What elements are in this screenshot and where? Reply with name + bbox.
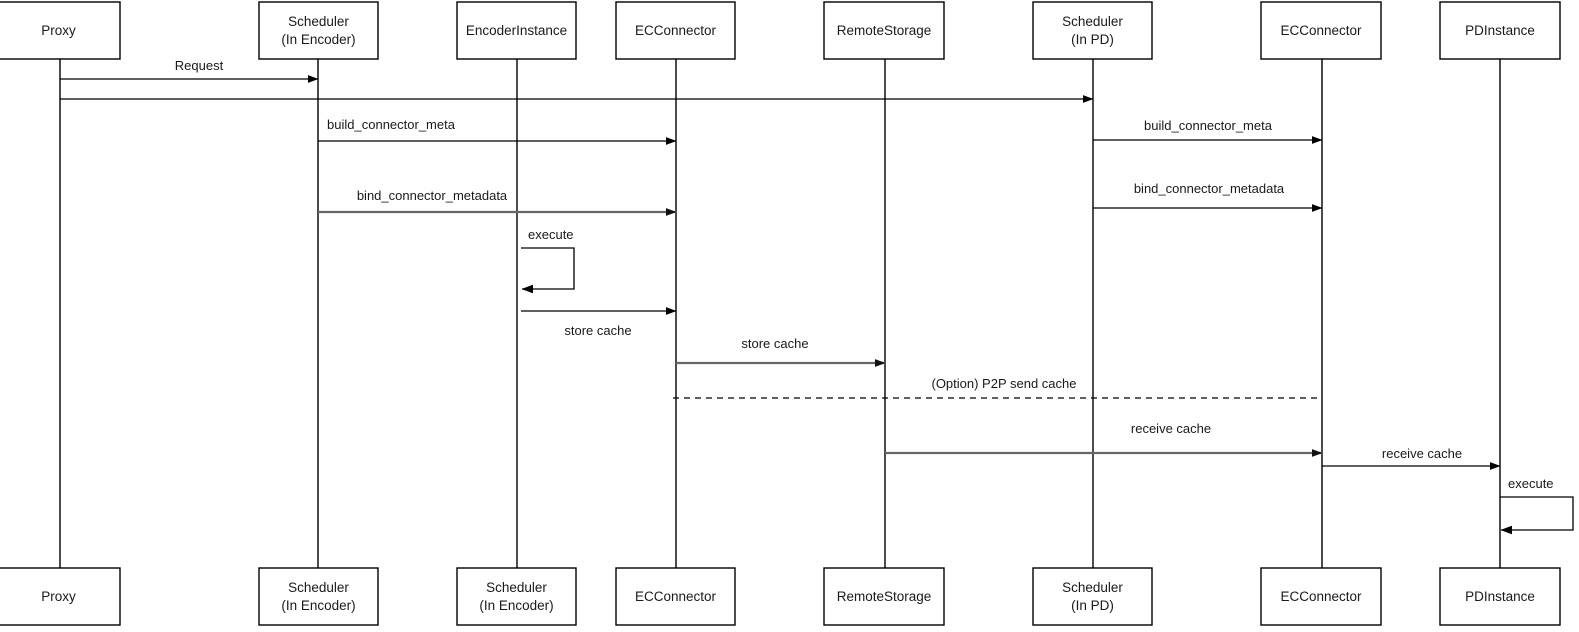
self-message-label-s2: execute	[1508, 476, 1554, 491]
participant-bottom-label-line1: Scheduler	[1062, 580, 1123, 595]
participant-bottom-label-line2: (In Encoder)	[281, 598, 355, 613]
participant-top-remote_storage[interactable]: RemoteStorage	[823, 1, 945, 60]
participant-bottom-label: Proxy	[41, 589, 76, 604]
message-label-m4: build_connector_meta	[1144, 118, 1273, 133]
participant-bottom-scheduler_pd[interactable]: Scheduler (In PD)	[1032, 567, 1153, 626]
participant-top-label-line2: (In PD)	[1071, 32, 1114, 47]
message-label-m3: build_connector_meta	[327, 117, 456, 132]
participant-top-label: Proxy	[41, 23, 76, 38]
lifelines-layer	[59, 59, 1501, 568]
participant-bottom-label: ECConnector	[1280, 589, 1362, 604]
participant-top-rect	[615, 1, 736, 60]
participant-bottom-label: RemoteStorage	[837, 589, 932, 604]
message-m4[interactable]: build_connector_meta	[1093, 118, 1323, 144]
top-participant-boxes: Proxy Scheduler (In Encoder) EncoderInstanc…	[0, 1, 1561, 60]
message-label-m1: Request	[175, 58, 224, 73]
self-message-s2[interactable]: execute	[1500, 476, 1574, 534]
self-messages-layer: execute execute	[521, 227, 1574, 535]
participant-top-encoder_instance[interactable]: EncoderInstance	[456, 1, 577, 60]
participant-top-label-line2: (In Encoder)	[281, 32, 355, 47]
messages-layer: Request build_connector_meta build_connect…	[60, 58, 1501, 470]
participant-bottom-rect	[1439, 567, 1561, 626]
participant-bottom-ec_connector_pd[interactable]: ECConnector	[1260, 567, 1382, 626]
participant-top-label: ECConnector	[635, 23, 717, 38]
participant-bottom-encoder_instance[interactable]: Scheduler (In Encoder)	[456, 567, 577, 626]
participant-top-rect	[456, 1, 577, 60]
participant-bottom-label: PDInstance	[1465, 589, 1535, 604]
participant-bottom-label-line1: Scheduler	[288, 580, 349, 595]
self-message-s1[interactable]: execute	[521, 227, 575, 293]
message-label-m8: store cache	[741, 336, 808, 351]
participant-top-label-line1: Scheduler	[1062, 14, 1123, 29]
self-message-path-s1	[521, 247, 575, 293]
message-label-m9: (Option) P2P send cache	[931, 376, 1076, 391]
participant-bottom-rect	[0, 567, 121, 626]
message-label-m11: receive cache	[1382, 446, 1462, 461]
message-m1[interactable]: Request	[60, 58, 319, 83]
participant-top-label-line1: Scheduler	[288, 14, 349, 29]
participant-bottom-scheduler_enc[interactable]: Scheduler (In Encoder)	[258, 567, 379, 626]
participant-bottom-rect	[258, 567, 379, 626]
self-message-label-s1: execute	[528, 227, 574, 242]
participant-top-label: RemoteStorage	[837, 23, 932, 38]
bottom-participant-boxes: Proxy Scheduler (In Encoder) Scheduler (In E…	[0, 567, 1561, 626]
message-label-m10: receive cache	[1131, 421, 1211, 436]
participant-top-rect	[823, 1, 945, 60]
participant-top-rect	[1260, 1, 1382, 60]
participant-top-rect	[0, 1, 121, 60]
participant-bottom-label-line2: (In PD)	[1071, 598, 1114, 613]
participant-top-scheduler_pd[interactable]: Scheduler (In PD)	[1032, 1, 1153, 60]
participant-bottom-rect	[1260, 567, 1382, 626]
participant-top-proxy[interactable]: Proxy	[0, 1, 121, 60]
participant-bottom-rect	[1032, 567, 1153, 626]
participant-bottom-rect	[456, 567, 577, 626]
participant-top-rect	[258, 1, 379, 60]
participant-bottom-label: ECConnector	[635, 589, 717, 604]
participant-top-rect	[1032, 1, 1153, 60]
message-m10[interactable]: receive cache	[885, 421, 1323, 457]
participant-bottom-remote_storage[interactable]: RemoteStorage	[823, 567, 945, 626]
participant-bottom-proxy[interactable]: Proxy	[0, 567, 121, 626]
message-m9[interactable]: (Option) P2P send cache	[673, 376, 1322, 399]
participant-top-ec_connector_pd[interactable]: ECConnector	[1260, 1, 1382, 60]
participant-top-label: EncoderInstance	[466, 23, 567, 38]
message-label-m6: bind_connector_metadata	[1134, 181, 1285, 196]
participant-bottom-rect	[823, 567, 945, 626]
participant-top-scheduler_enc[interactable]: Scheduler (In Encoder)	[258, 1, 379, 60]
message-m6[interactable]: bind_connector_metadata	[1093, 181, 1323, 212]
participant-top-ec_connector_enc[interactable]: ECConnector	[615, 1, 736, 60]
participant-bottom-pd_instance[interactable]: PDInstance	[1439, 567, 1561, 626]
participant-top-rect	[1439, 1, 1561, 60]
participant-top-label: PDInstance	[1465, 23, 1535, 38]
participant-bottom-ec_connector_enc[interactable]: ECConnector	[615, 567, 736, 626]
message-m11[interactable]: receive cache	[1322, 446, 1501, 470]
self-message-arrowhead-s2	[1501, 525, 1512, 535]
message-m7[interactable]: store cache	[521, 307, 677, 338]
message-label-m7: store cache	[564, 323, 631, 338]
self-message-path-s2	[1500, 496, 1574, 534]
message-label-m5: bind_connector_metadata	[357, 188, 508, 203]
message-m5[interactable]: bind_connector_metadata	[318, 188, 677, 216]
participant-bottom-label-line2: (In Encoder)	[479, 598, 553, 613]
participant-top-pd_instance[interactable]: PDInstance	[1439, 1, 1561, 60]
message-m8[interactable]: store cache	[676, 336, 886, 367]
participant-bottom-rect	[615, 567, 736, 626]
message-m3[interactable]: build_connector_meta	[318, 117, 677, 145]
self-message-arrowhead-s1	[522, 284, 533, 294]
participant-bottom-label-line1: Scheduler	[486, 580, 547, 595]
participant-top-label: ECConnector	[1280, 23, 1362, 38]
